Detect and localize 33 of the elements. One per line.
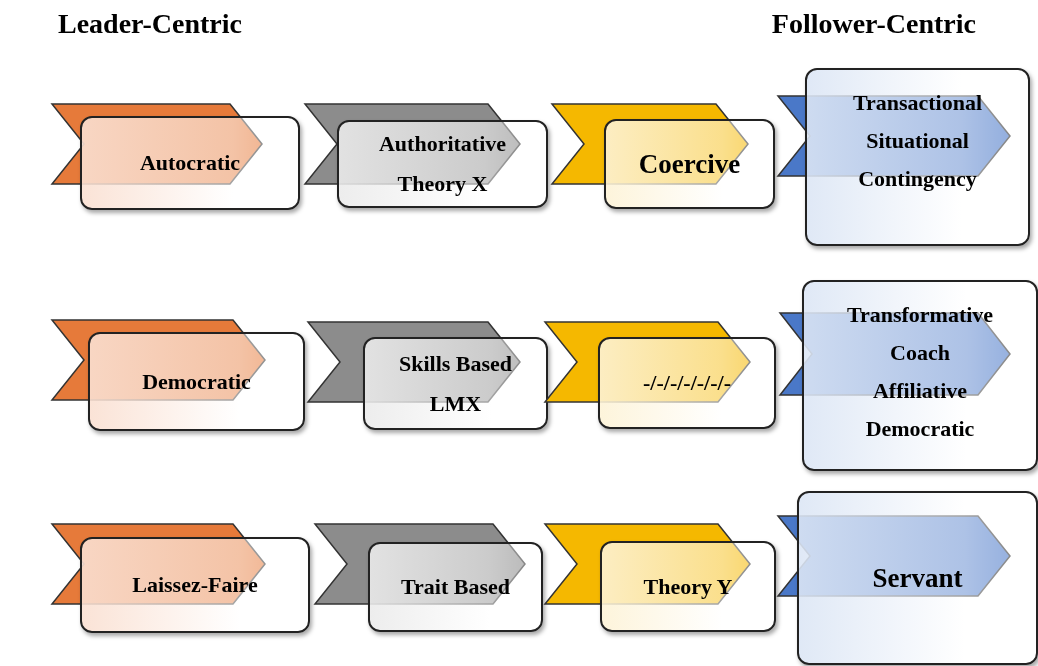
style-box: [802, 280, 1038, 471]
style-box: [80, 116, 300, 210]
style-name: Servant: [872, 562, 963, 595]
column-heading: Leader-Centric: [58, 8, 242, 40]
style-name: Transactional: [852, 89, 983, 117]
style-box: [80, 537, 310, 633]
style-name: -/-/-/-/-/-/-: [643, 369, 731, 397]
style-name: Coach: [890, 339, 950, 367]
column-heading: Follower-Centric: [771, 8, 976, 40]
style-name: Theory X: [397, 170, 488, 198]
style-name: Contingency: [858, 165, 977, 193]
style-box: [600, 541, 776, 632]
style-name: Situational: [866, 127, 969, 155]
style-name: Authoritative: [378, 130, 507, 158]
style-box: [797, 491, 1038, 665]
style-name: Skills Based: [398, 349, 513, 378]
style-name: Affiliative: [872, 377, 968, 405]
style-name: Democratic: [865, 415, 975, 443]
style-name: Transformative: [846, 301, 994, 329]
style-box: [604, 119, 775, 209]
style-name: Democratic: [142, 367, 251, 396]
style-box: [805, 68, 1030, 246]
style-name: Coercive: [638, 148, 741, 181]
style-name: Trait Based: [401, 573, 510, 601]
style-name: LMX: [429, 389, 482, 418]
style-box: [363, 337, 548, 430]
style-name: Laissez-Faire: [132, 571, 258, 599]
style-box: [368, 542, 543, 632]
style-box: [598, 337, 776, 429]
style-box: [337, 120, 548, 208]
style-name: Autocratic: [139, 149, 241, 177]
style-box: [88, 332, 305, 431]
style-name: Theory Y: [643, 572, 733, 601]
